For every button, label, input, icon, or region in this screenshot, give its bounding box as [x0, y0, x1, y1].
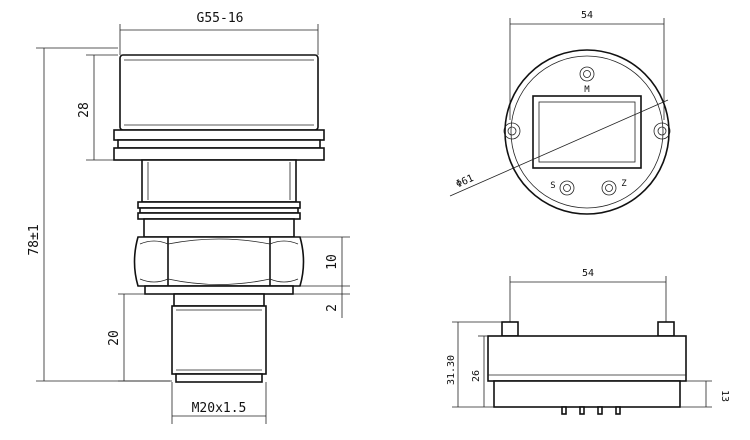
total-height-label: 78±1 [27, 224, 42, 255]
button-s-label: S [550, 181, 555, 191]
button-m-icon [579, 66, 595, 82]
side-view: G55-16 78±1 28 [27, 11, 350, 424]
button-m-label: M [584, 85, 590, 95]
height-3130-label: 31.30 [446, 355, 457, 385]
port-height-label: 20 [107, 330, 122, 346]
bottom-view: 54 31.30 26 13 [446, 268, 730, 415]
gap-label: 2 [325, 304, 340, 312]
top-view: 54 M S Z Φ61 [449, 10, 671, 215]
top-width-label: 54 [581, 10, 593, 21]
head-height-label: 28 [77, 102, 92, 118]
button-z-label: Z [621, 179, 627, 189]
bottom-width-label: 54 [582, 268, 594, 279]
hex-height-label: 10 [325, 254, 340, 270]
port-thread-label: M20x1.5 [192, 401, 247, 416]
button-z-icon [601, 180, 617, 196]
button-s-icon [559, 180, 575, 196]
height-26-label: 26 [471, 370, 482, 382]
diameter-label: Φ61 [454, 173, 475, 190]
height-13-label: 13 [719, 390, 730, 402]
thread-dimension-label: G55-16 [197, 11, 244, 26]
